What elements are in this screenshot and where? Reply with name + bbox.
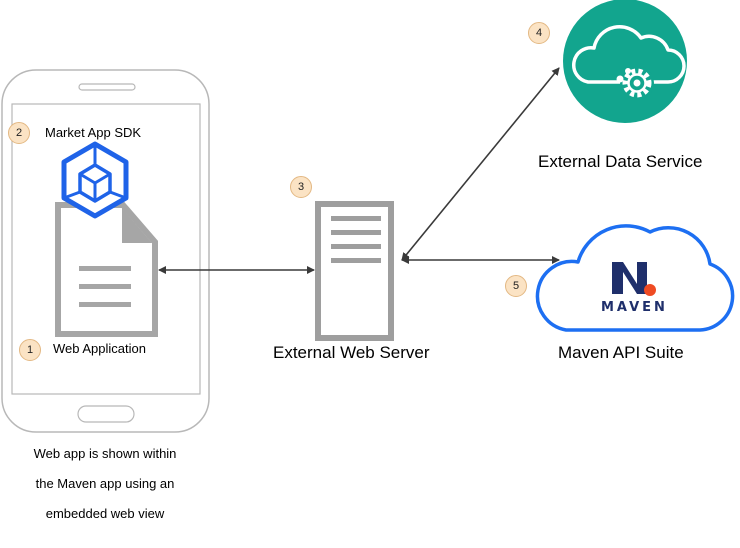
web-application-label: Web Application	[53, 341, 146, 356]
step-badge-3: 3	[290, 176, 312, 198]
step-badge-2: 2	[8, 122, 30, 144]
maven-logo	[612, 262, 656, 296]
phone-outline	[1, 69, 210, 433]
caption-line-2: the Maven app using an	[35, 476, 175, 491]
step-badge-1: 1	[19, 339, 41, 361]
caption-line-1: Web app is shown within	[33, 446, 177, 461]
market-sdk-label: Market App SDK	[45, 125, 142, 140]
document-icon	[55, 202, 158, 337]
server-icon	[315, 201, 394, 341]
cloud-gear-icon	[563, 0, 687, 123]
arrow-server-to-data-service	[401, 67, 560, 261]
sdk-cube-icon	[61, 141, 129, 219]
maven-logo-text: MAVEN	[601, 300, 668, 315]
cloud-icon	[535, 224, 735, 332]
data-service-label: External Data Service	[538, 152, 703, 171]
web-server-label: External Web Server	[273, 343, 430, 362]
step-badge-4: 4	[528, 22, 550, 44]
caption-line-3: embedded web view	[45, 506, 165, 521]
maven-api-label: Maven API Suite	[558, 343, 684, 362]
step-badge-5: 5	[505, 275, 527, 297]
